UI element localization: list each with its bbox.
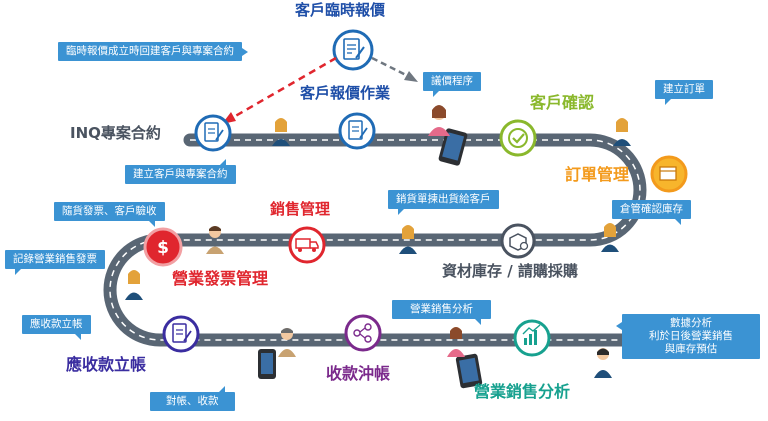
bubble-warehouse-confirm: 倉管確認庫存 bbox=[612, 200, 691, 225]
person-icon-order bbox=[613, 118, 631, 146]
svg-text:$: $ bbox=[157, 238, 169, 258]
person-icon-record bbox=[125, 270, 143, 300]
stage-invoice-mgmt: 營業發票管理 bbox=[172, 269, 269, 288]
chart-icon bbox=[513, 319, 551, 357]
data-analysis-line-1: 數據分析 bbox=[670, 317, 712, 329]
box-icon bbox=[650, 155, 688, 193]
person-icon-data bbox=[594, 348, 612, 378]
person-icon-inq bbox=[272, 118, 290, 146]
stage-inq-contract: INQ專案合約 bbox=[70, 124, 161, 142]
bubble-record-invoice: 記錄營業銷售發票 bbox=[5, 250, 105, 275]
red-dashed-arrow bbox=[231, 56, 337, 120]
data-analysis-line-3: 與庫存預估 bbox=[664, 343, 718, 355]
ar-doc-icon bbox=[162, 315, 200, 353]
stage-analysis: 營業銷售分析 bbox=[474, 382, 571, 401]
stage-collection: 收款沖帳 bbox=[326, 364, 391, 383]
person-icon-delivery bbox=[399, 225, 417, 254]
bubble-delivery-note: 銷貨單揀出貨給客戶 bbox=[388, 190, 499, 215]
person-icon-invoice bbox=[206, 226, 224, 254]
stage-ar: 應收款立帳 bbox=[66, 355, 147, 374]
data-analysis-line-2: 利於日後營業銷售 bbox=[649, 330, 733, 342]
stage-quote-temp: 客戶臨時報價 bbox=[295, 1, 386, 19]
contract-doc-icon bbox=[194, 114, 232, 152]
bubble-temp-quote-note: 臨時報價成立時回建客戶與專案合約 bbox=[58, 42, 248, 61]
truck-icon bbox=[288, 226, 326, 264]
phone-icon bbox=[258, 349, 276, 379]
bubble-data-analysis: 數據分析 利於日後營業銷售 與庫存預估 bbox=[616, 314, 760, 359]
network-icon bbox=[344, 314, 382, 352]
stage-quote-work: 客戶報價作業 bbox=[300, 84, 391, 102]
bubble-ar-note: 應收款立帳 bbox=[22, 315, 91, 340]
bubble-create-order: 建立訂單 bbox=[655, 80, 713, 105]
analysis-tablet-icon bbox=[455, 353, 483, 389]
stage-customer-confirm: 客戶確認 bbox=[530, 93, 595, 112]
bubble-sales-analysis: 營業銷售分析 bbox=[392, 300, 491, 325]
bubble-reconcile: 對帳、收款 bbox=[150, 386, 235, 411]
stage-order-mgmt: 訂單管理 bbox=[565, 165, 630, 184]
stage-inventory: 資材庫存 / 請購採購 bbox=[442, 262, 578, 280]
inventory-box-icon bbox=[500, 223, 536, 259]
person-icon-reconcile bbox=[278, 328, 296, 357]
person-icon-analysis bbox=[447, 327, 465, 357]
bubble-invoice-inspection: 隨貨發票、客戶驗收 bbox=[54, 202, 165, 227]
gray-dashed-arrow bbox=[371, 56, 409, 78]
tablet-icon bbox=[438, 128, 468, 166]
road-center-line bbox=[109, 139, 641, 341]
quote-doc-icon bbox=[332, 29, 374, 71]
quote-work-doc-icon bbox=[338, 112, 376, 150]
check-icon bbox=[499, 119, 537, 157]
bubble-quote-procedure: 議價程序 bbox=[423, 72, 481, 97]
dollar-icon: $ bbox=[143, 227, 183, 267]
stage-sales-mgmt: 銷售管理 bbox=[270, 200, 331, 218]
person-icon-quote bbox=[428, 105, 450, 136]
bubble-create-customer-contract: 建立客戶與專案合約 bbox=[125, 159, 236, 184]
person-icon-warehouse bbox=[601, 223, 619, 252]
